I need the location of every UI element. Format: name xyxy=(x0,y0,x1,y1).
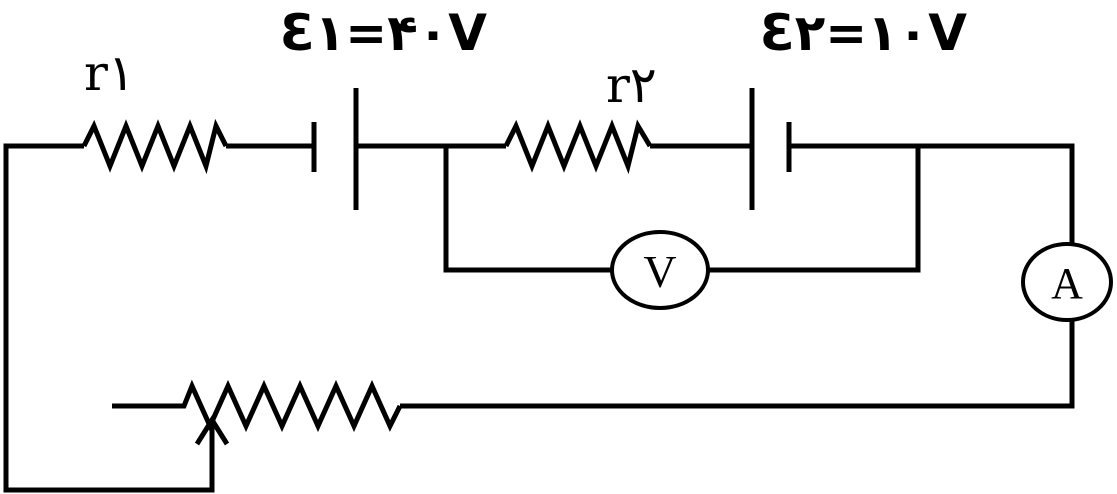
wire-voltmeter-right xyxy=(708,146,921,273)
label-emf2: Ɛ۲=۱۰V xyxy=(760,4,967,62)
rheostat-slider-arrow-icon xyxy=(194,415,230,458)
wire-emf2-to-ammeter xyxy=(789,143,1075,244)
wire-voltmeter-left xyxy=(443,146,612,273)
rheostat xyxy=(112,379,403,433)
ammeter: A xyxy=(1021,242,1113,322)
wire-ammeter-to-rheostat xyxy=(400,320,1075,409)
battery-emf2 xyxy=(749,88,792,210)
label-r2: r۲ xyxy=(606,56,657,114)
battery-emf1 xyxy=(311,88,359,210)
voltmeter-label: V xyxy=(643,246,676,297)
resistor-r1 xyxy=(81,118,229,175)
ammeter-label: A xyxy=(1051,259,1083,308)
resistor-r2 xyxy=(503,119,653,175)
wire-left-loop xyxy=(3,143,215,493)
label-r1: r۱ xyxy=(84,44,135,102)
label-emf1: Ɛ۱=۴۰V xyxy=(280,4,487,62)
voltmeter: V xyxy=(610,230,710,310)
